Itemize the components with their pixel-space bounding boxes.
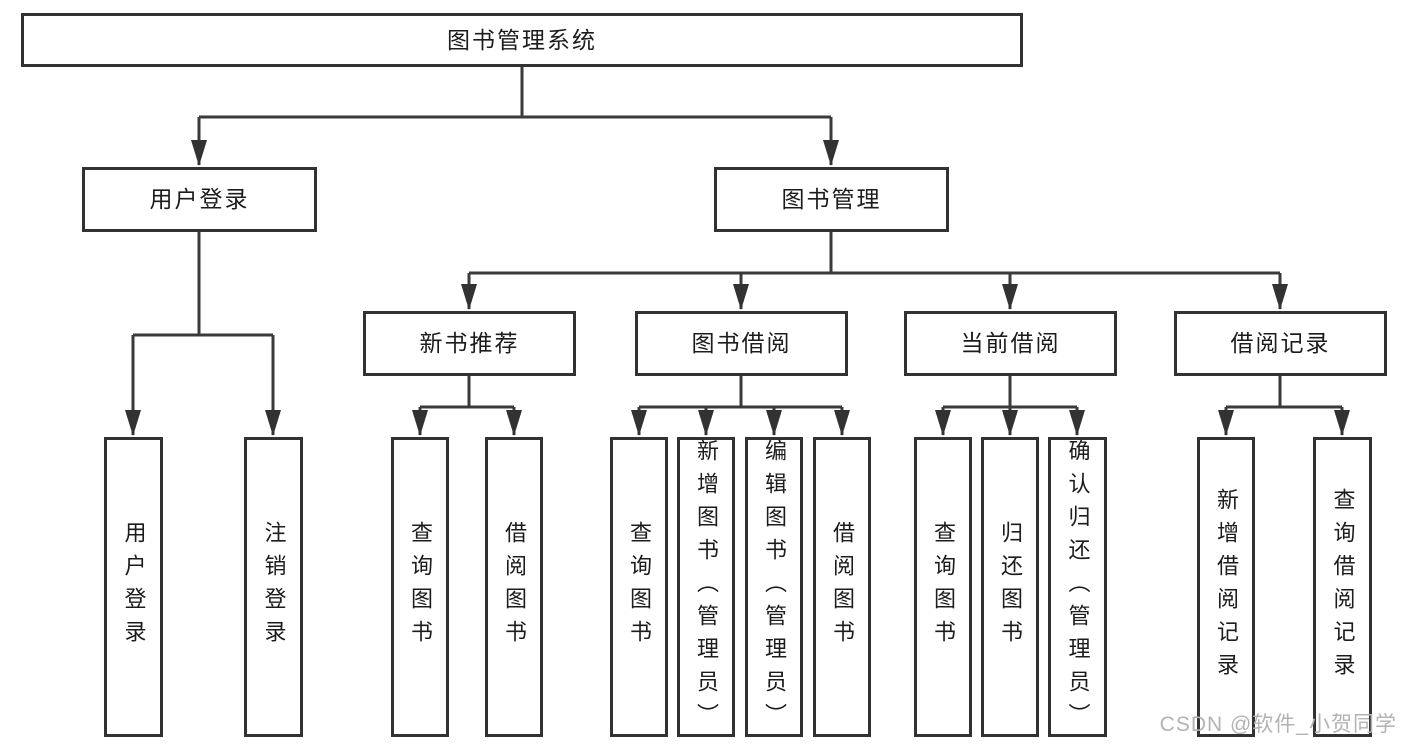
node-borrow-records-label: 借阅记录: [1230, 330, 1331, 356]
leaf-logout-login-label: 注销登录: [261, 521, 287, 653]
leaf-newbook-borrow-books-label: 借阅图书: [502, 521, 527, 653]
leaf-borrow-edit-books-admin-label: 编辑图书（管理员）: [762, 438, 787, 736]
leaf-newbook-borrow-books: 借阅图书: [485, 437, 543, 737]
leaf-current-confirm-return-admin: 确认归还（管理员）: [1048, 437, 1107, 737]
node-new-book-recommend-label: 新书推荐: [419, 330, 520, 356]
node-root-label: 图书管理系统: [447, 26, 597, 53]
leaf-user-login: 用户登录: [104, 437, 163, 737]
node-book-management-label: 图书管理: [781, 186, 882, 212]
leaf-current-confirm-return-admin-label: 确认归还（管理员）: [1065, 438, 1091, 736]
leaf-borrow-query-books: 查询图书: [610, 437, 668, 737]
node-current-borrow-label: 当前借阅: [960, 330, 1061, 356]
leaf-record-query-borrow-record-label: 查询借阅记录: [1330, 488, 1356, 686]
node-new-book-recommend: 新书推荐: [363, 311, 576, 376]
leaf-user-login-label: 用户登录: [121, 521, 147, 653]
node-book-management: 图书管理: [714, 167, 949, 232]
leaf-borrow-borrow-books: 借阅图书: [813, 437, 871, 737]
leaf-newbook-query-books-label: 查询图书: [408, 521, 433, 653]
leaf-borrow-query-books-label: 查询图书: [627, 521, 652, 653]
leaf-borrow-add-books-admin-label: 新增图书（管理员）: [694, 438, 719, 736]
leaf-current-query-books: 查询图书: [914, 437, 972, 737]
leaf-current-return-books-label: 归还图书: [998, 521, 1023, 653]
leaf-logout-login: 注销登录: [244, 437, 303, 737]
leaf-record-query-borrow-record: 查询借阅记录: [1313, 437, 1372, 737]
leaf-borrow-add-books-admin: 新增图书（管理员）: [677, 437, 735, 737]
leaf-current-return-books: 归还图书: [981, 437, 1039, 737]
leaf-newbook-query-books: 查询图书: [391, 437, 449, 737]
node-book-borrow: 图书借阅: [635, 311, 848, 376]
node-root: 图书管理系统: [21, 13, 1023, 67]
leaf-borrow-edit-books-admin: 编辑图书（管理员）: [745, 437, 803, 737]
node-user-login: 用户登录: [82, 167, 317, 232]
node-current-borrow: 当前借阅: [904, 311, 1117, 376]
node-borrow-records: 借阅记录: [1174, 311, 1387, 376]
leaf-record-add-borrow-record: 新增借阅记录: [1197, 437, 1255, 737]
node-user-login-label: 用户登录: [149, 186, 250, 212]
node-book-borrow-label: 图书借阅: [691, 330, 792, 356]
leaf-borrow-borrow-books-label: 借阅图书: [830, 521, 855, 653]
csdn-watermark: CSDN @软件_小贺同学: [1159, 713, 1397, 736]
leaf-record-add-borrow-record-label: 新增借阅记录: [1214, 488, 1239, 686]
leaf-current-query-books-label: 查询图书: [931, 521, 956, 653]
